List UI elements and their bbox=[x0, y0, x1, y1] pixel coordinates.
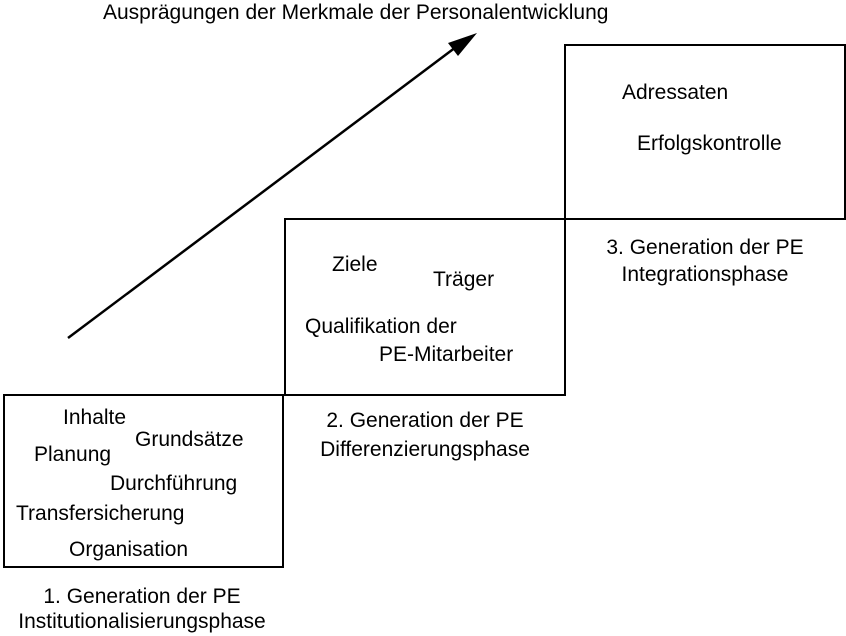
gen2-item-qualifikation: Qualifikation der bbox=[305, 315, 457, 338]
gen1-item-grundsaetze: Grundsätze bbox=[135, 428, 244, 451]
gen2-item-pe-mitarbeiter: PE-Mitarbeiter bbox=[379, 343, 514, 366]
generation-2-box bbox=[284, 218, 566, 396]
generation-3-box bbox=[564, 44, 846, 220]
diagram-title: Ausprägungen der Merkmale der Personalen… bbox=[103, 1, 609, 24]
generation-3-caption-line2: Integrationsphase bbox=[621, 263, 789, 286]
gen1-item-planung: Planung bbox=[34, 443, 112, 466]
gen1-item-durchfuehrung: Durchführung bbox=[110, 472, 238, 495]
gen2-item-ziele: Ziele bbox=[332, 253, 378, 276]
gen1-item-organisation: Organisation bbox=[69, 538, 189, 561]
generation-1-box bbox=[3, 394, 284, 568]
gen3-item-erfolgskontrolle: Erfolgskontrolle bbox=[637, 132, 782, 155]
generation-3-caption-line1: 3. Generation der PE bbox=[606, 236, 804, 259]
generation-2-caption-line2: Differenzierungsphase bbox=[320, 438, 530, 461]
generation-1-caption-line2: Institutionalisierungsphase bbox=[18, 610, 266, 633]
gen3-item-adressaten: Adressaten bbox=[622, 81, 729, 104]
generation-2-caption-line1: 2. Generation der PE bbox=[326, 409, 524, 432]
gen2-item-traeger: Träger bbox=[433, 268, 495, 291]
gen1-item-transfersicherung: Transfersicherung bbox=[16, 502, 185, 525]
generation-1-caption-line1: 1. Generation der PE bbox=[43, 585, 241, 608]
gen1-item-inhalte: Inhalte bbox=[63, 406, 127, 429]
